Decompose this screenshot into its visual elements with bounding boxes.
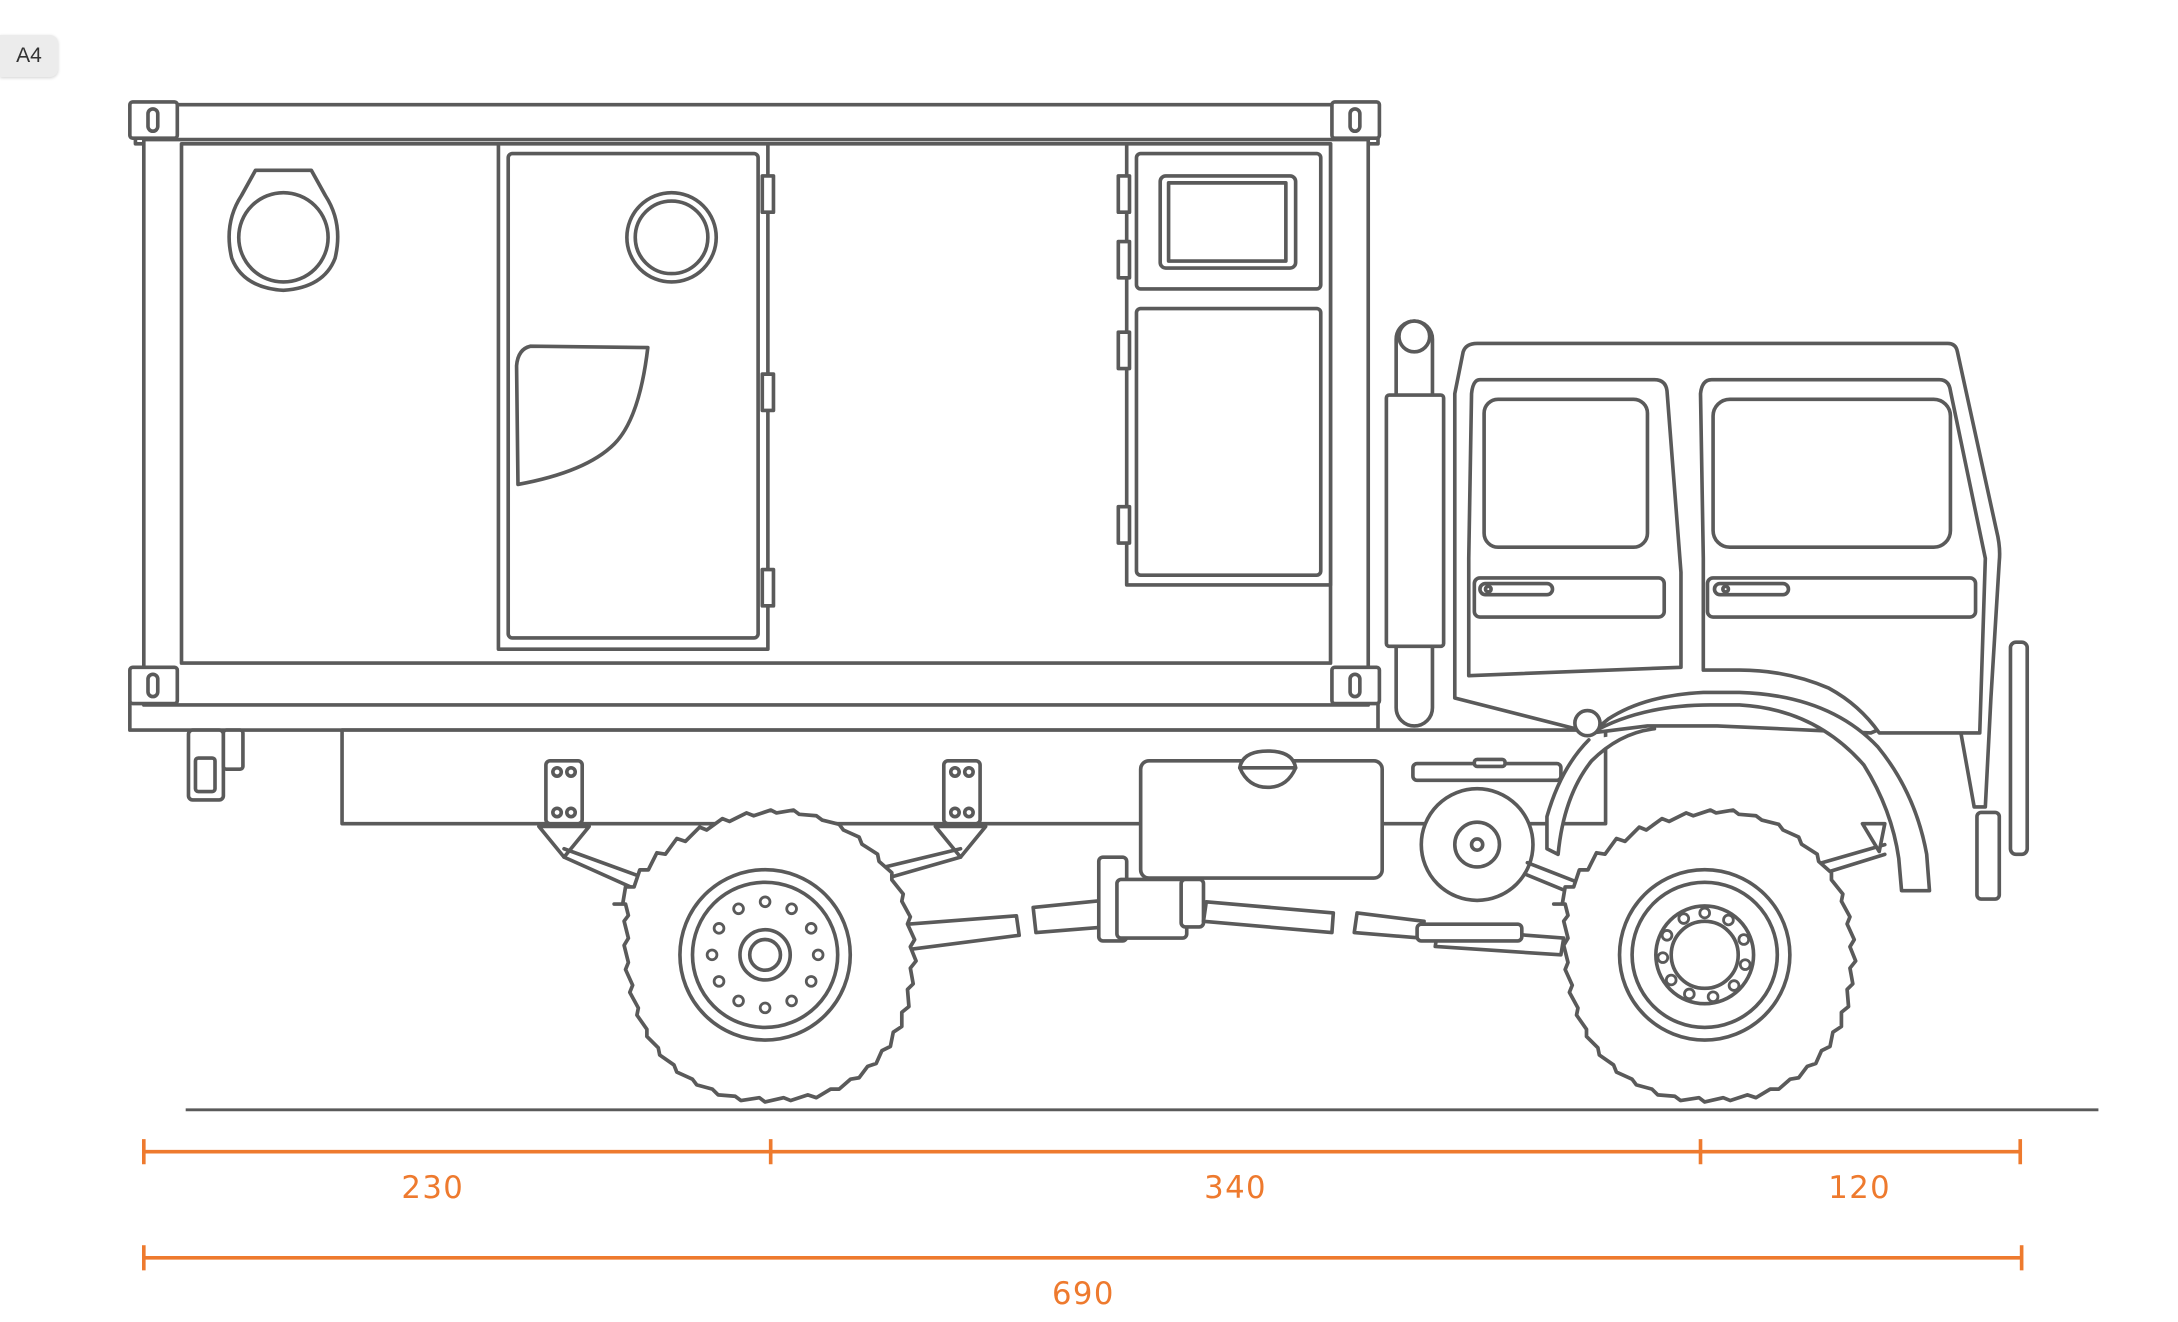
rear-overhang-label: 230 (401, 1170, 464, 1206)
corner-castings (128, 100, 1382, 706)
wheelbase-label: 340 (1204, 1170, 1267, 1206)
front-hatches (1116, 141, 1333, 587)
front-overhang-label: 120 (1828, 1170, 1891, 1206)
page-size-tag[interactable]: A4 (0, 35, 58, 77)
rear-wheel (612, 808, 918, 1104)
container-body (128, 100, 1382, 732)
fuel-tank (1138, 749, 1385, 880)
front-wheel (1551, 808, 1858, 1104)
container-door (496, 141, 776, 651)
total-length-label: 690 (1052, 1276, 1115, 1312)
cab-doors (1466, 377, 1988, 735)
drive-shaft (905, 855, 1566, 957)
porthole-window (227, 168, 340, 293)
dimension-lines (141, 1139, 2024, 1271)
exhaust-stack (1384, 319, 1446, 728)
chassis (186, 728, 1887, 957)
spare-wheel-carrier (1411, 757, 1887, 903)
cab (1384, 319, 2030, 901)
